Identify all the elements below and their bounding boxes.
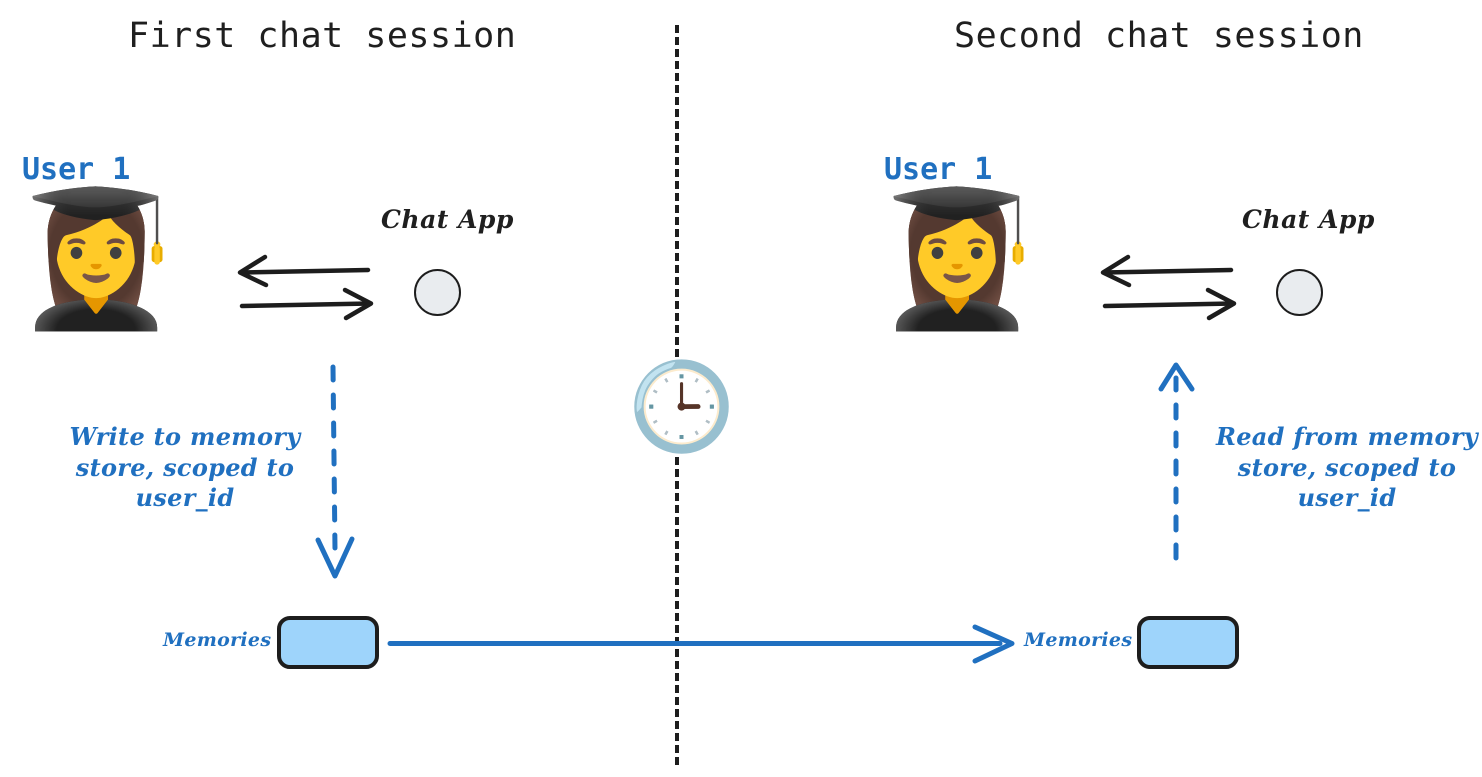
right-memories-label: Memories	[1024, 629, 1133, 651]
left-chat-app-icon	[414, 269, 461, 316]
left-session-title: First chat session	[128, 16, 517, 56]
right-memory-store-box	[1137, 616, 1239, 669]
left-exchange-arrows-icon	[235, 252, 380, 324]
memory-persistence-arrow	[387, 620, 1028, 668]
right-user-avatar: 👩‍🎓	[875, 182, 1040, 336]
left-user-label: User 1	[22, 152, 131, 187]
right-chat-app-label: Chat App	[1242, 205, 1375, 234]
left-flow-note: Write to memory store, scoped to user_id	[69, 422, 301, 513]
left-memories-label: Memories	[163, 629, 272, 651]
left-write-arrow-icon	[305, 364, 365, 580]
right-exchange-arrows-icon	[1098, 252, 1243, 324]
session-divider	[675, 25, 679, 765]
right-flow-note: Read from memory store, scoped to user_i…	[1215, 422, 1479, 513]
right-session-title: Second chat session	[954, 16, 1364, 56]
clock-icon: 🕒	[628, 357, 736, 457]
right-read-arrow-icon	[1148, 362, 1208, 561]
right-chat-app-icon	[1276, 269, 1323, 316]
right-user-label: User 1	[884, 152, 993, 187]
left-user-avatar: 👩‍🎓	[14, 182, 179, 336]
left-memory-store-box	[277, 616, 379, 669]
left-chat-app-label: Chat App	[381, 205, 514, 234]
